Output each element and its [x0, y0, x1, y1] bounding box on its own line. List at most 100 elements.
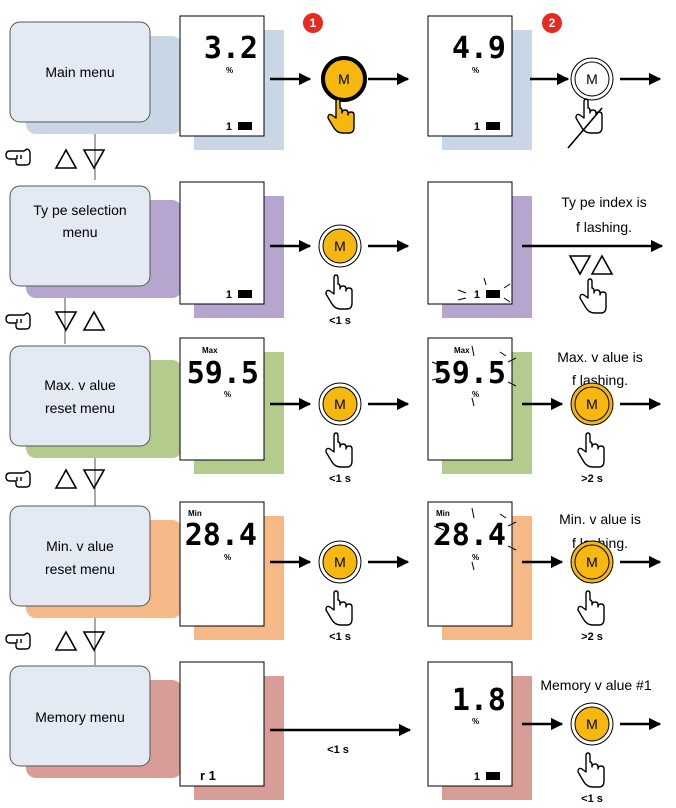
hold-hand-icon [577, 590, 605, 626]
m-button-released[interactable]: M [570, 57, 614, 101]
down-triangle-icon[interactable] [54, 311, 78, 332]
lcd-value: 1.8 [452, 683, 506, 718]
lcd-min-tag: Min [188, 509, 202, 518]
hold-hand-icon [577, 432, 605, 468]
svg-text:1: 1 [310, 16, 317, 30]
lcd-unit: % [224, 553, 231, 562]
lcd-min-2: Min 28.4 % [427, 501, 532, 640]
type-index-note-line2: f lashing. [576, 219, 632, 235]
menu-min-label-line1: Min. v alue [46, 538, 114, 554]
lcd-value: 28.4 [434, 518, 506, 553]
menu-min-label-line2: reset menu [45, 561, 115, 577]
menu-max-label-line2: reset menu [45, 400, 115, 416]
lcd-index: 1 [474, 121, 480, 133]
pointing-hand-icon [5, 148, 31, 166]
lcd-max-tag: Max [454, 346, 470, 355]
nav-row-2 [5, 310, 106, 332]
menu-min-reset[interactable]: Min. v alue reset menu [9, 505, 182, 618]
flashing-marks [457, 277, 511, 303]
m-button-label: M [586, 716, 598, 732]
m-button-label: M [586, 71, 598, 87]
down-triangle-icon[interactable] [568, 255, 592, 276]
m-button[interactable]: M [570, 702, 614, 746]
lcd-battery-icon [238, 122, 252, 130]
lcd-value: 59.5 [187, 356, 259, 391]
m-button[interactable]: M [318, 382, 362, 426]
lcd-battery-icon [486, 290, 500, 298]
lcd-battery-icon [238, 290, 252, 298]
lcd-memory-2: 1.8 % 1 [427, 661, 532, 800]
nav-row-1 [5, 148, 106, 170]
hand-icon [577, 752, 605, 788]
lcd-main-2: 4.9 % 1 [427, 15, 532, 150]
up-triangle-icon[interactable] [54, 148, 78, 169]
up-triangle-icon[interactable] [82, 310, 106, 331]
press-hand-icon [327, 98, 355, 134]
m-button-label: M [586, 396, 598, 412]
m-button-hold[interactable]: M [570, 540, 614, 584]
up-triangle-icon[interactable] [54, 468, 78, 489]
m-button-label: M [334, 554, 346, 570]
duration-label: <1 s [329, 631, 351, 643]
nav-row-3 [5, 468, 106, 490]
m-button-highlighted[interactable]: M [321, 56, 367, 102]
up-triangle-icon[interactable] [590, 254, 614, 275]
lcd-unit: % [472, 717, 479, 726]
lcd-type-2: 1 [427, 181, 532, 318]
lcd-battery-icon [486, 772, 500, 780]
lcd-battery-icon [486, 122, 500, 130]
release-strike-line [567, 107, 603, 149]
min-note-line1: Min. v alue is [559, 511, 641, 527]
hand-icon [325, 274, 353, 310]
duration-label: <1 s [327, 744, 349, 756]
nav-row-4 [5, 630, 106, 652]
menu-type-label-line1: Ty pe selection [33, 202, 126, 218]
pointing-hand-icon [5, 632, 31, 650]
lcd-value: 59.5 [434, 356, 506, 391]
lcd-index: 1 [474, 771, 480, 783]
hand-icon [575, 98, 603, 134]
lcd-min-1: Min 28.4 % [179, 501, 284, 640]
step-badge-2: 2 [542, 13, 562, 33]
lcd-unit: % [472, 390, 479, 399]
lcd-unit: % [472, 553, 479, 562]
hand-icon [325, 432, 353, 468]
menu-main[interactable]: Main menu [9, 21, 182, 134]
m-button[interactable]: M [318, 224, 362, 268]
lcd-value: 3.2 [204, 31, 258, 66]
lcd-index: 1 [226, 289, 232, 301]
flashing-marks [433, 507, 517, 571]
down-triangle-icon[interactable] [82, 149, 106, 170]
memory-value-note: Memory v alue #1 [540, 677, 651, 693]
lcd-value: 28.4 [185, 518, 257, 553]
step-badge-1: 1 [303, 13, 323, 33]
menu-type-selection[interactable]: Ty pe selection menu [9, 185, 182, 298]
duration-label: <1 s [329, 315, 351, 327]
m-button-label: M [586, 554, 598, 570]
m-button-hold[interactable]: M [570, 382, 614, 426]
lcd-unit: % [472, 66, 479, 75]
lcd-main-1: 3.2 % 1 [179, 15, 284, 150]
lcd-type-1: 1 [179, 181, 284, 318]
menu-memory-label: Memory menu [35, 709, 124, 725]
duration-label: >2 s [581, 473, 603, 485]
lcd-value: 4.9 [452, 31, 506, 66]
lcd-memory-1: r 1 [179, 661, 284, 800]
lcd-max-tag: Max [202, 346, 218, 355]
m-button[interactable]: M [318, 540, 362, 584]
menu-memory[interactable]: Memory menu [9, 665, 182, 778]
menu-max-reset[interactable]: Max. v alue reset menu [9, 345, 182, 458]
hand-icon [325, 590, 353, 626]
lcd-memory-index: r 1 [200, 768, 216, 783]
pointing-hand-icon [5, 470, 31, 488]
down-triangle-icon[interactable] [82, 631, 106, 652]
m-button-label: M [334, 238, 346, 254]
lcd-max-2: Max 59.5 % [427, 337, 532, 474]
hand-icon [579, 278, 607, 314]
up-triangle-icon[interactable] [54, 630, 78, 651]
m-button-label: M [338, 71, 350, 87]
pointing-hand-icon [5, 312, 31, 330]
down-triangle-icon[interactable] [82, 469, 106, 490]
menu-type-label-line2: menu [62, 224, 97, 240]
